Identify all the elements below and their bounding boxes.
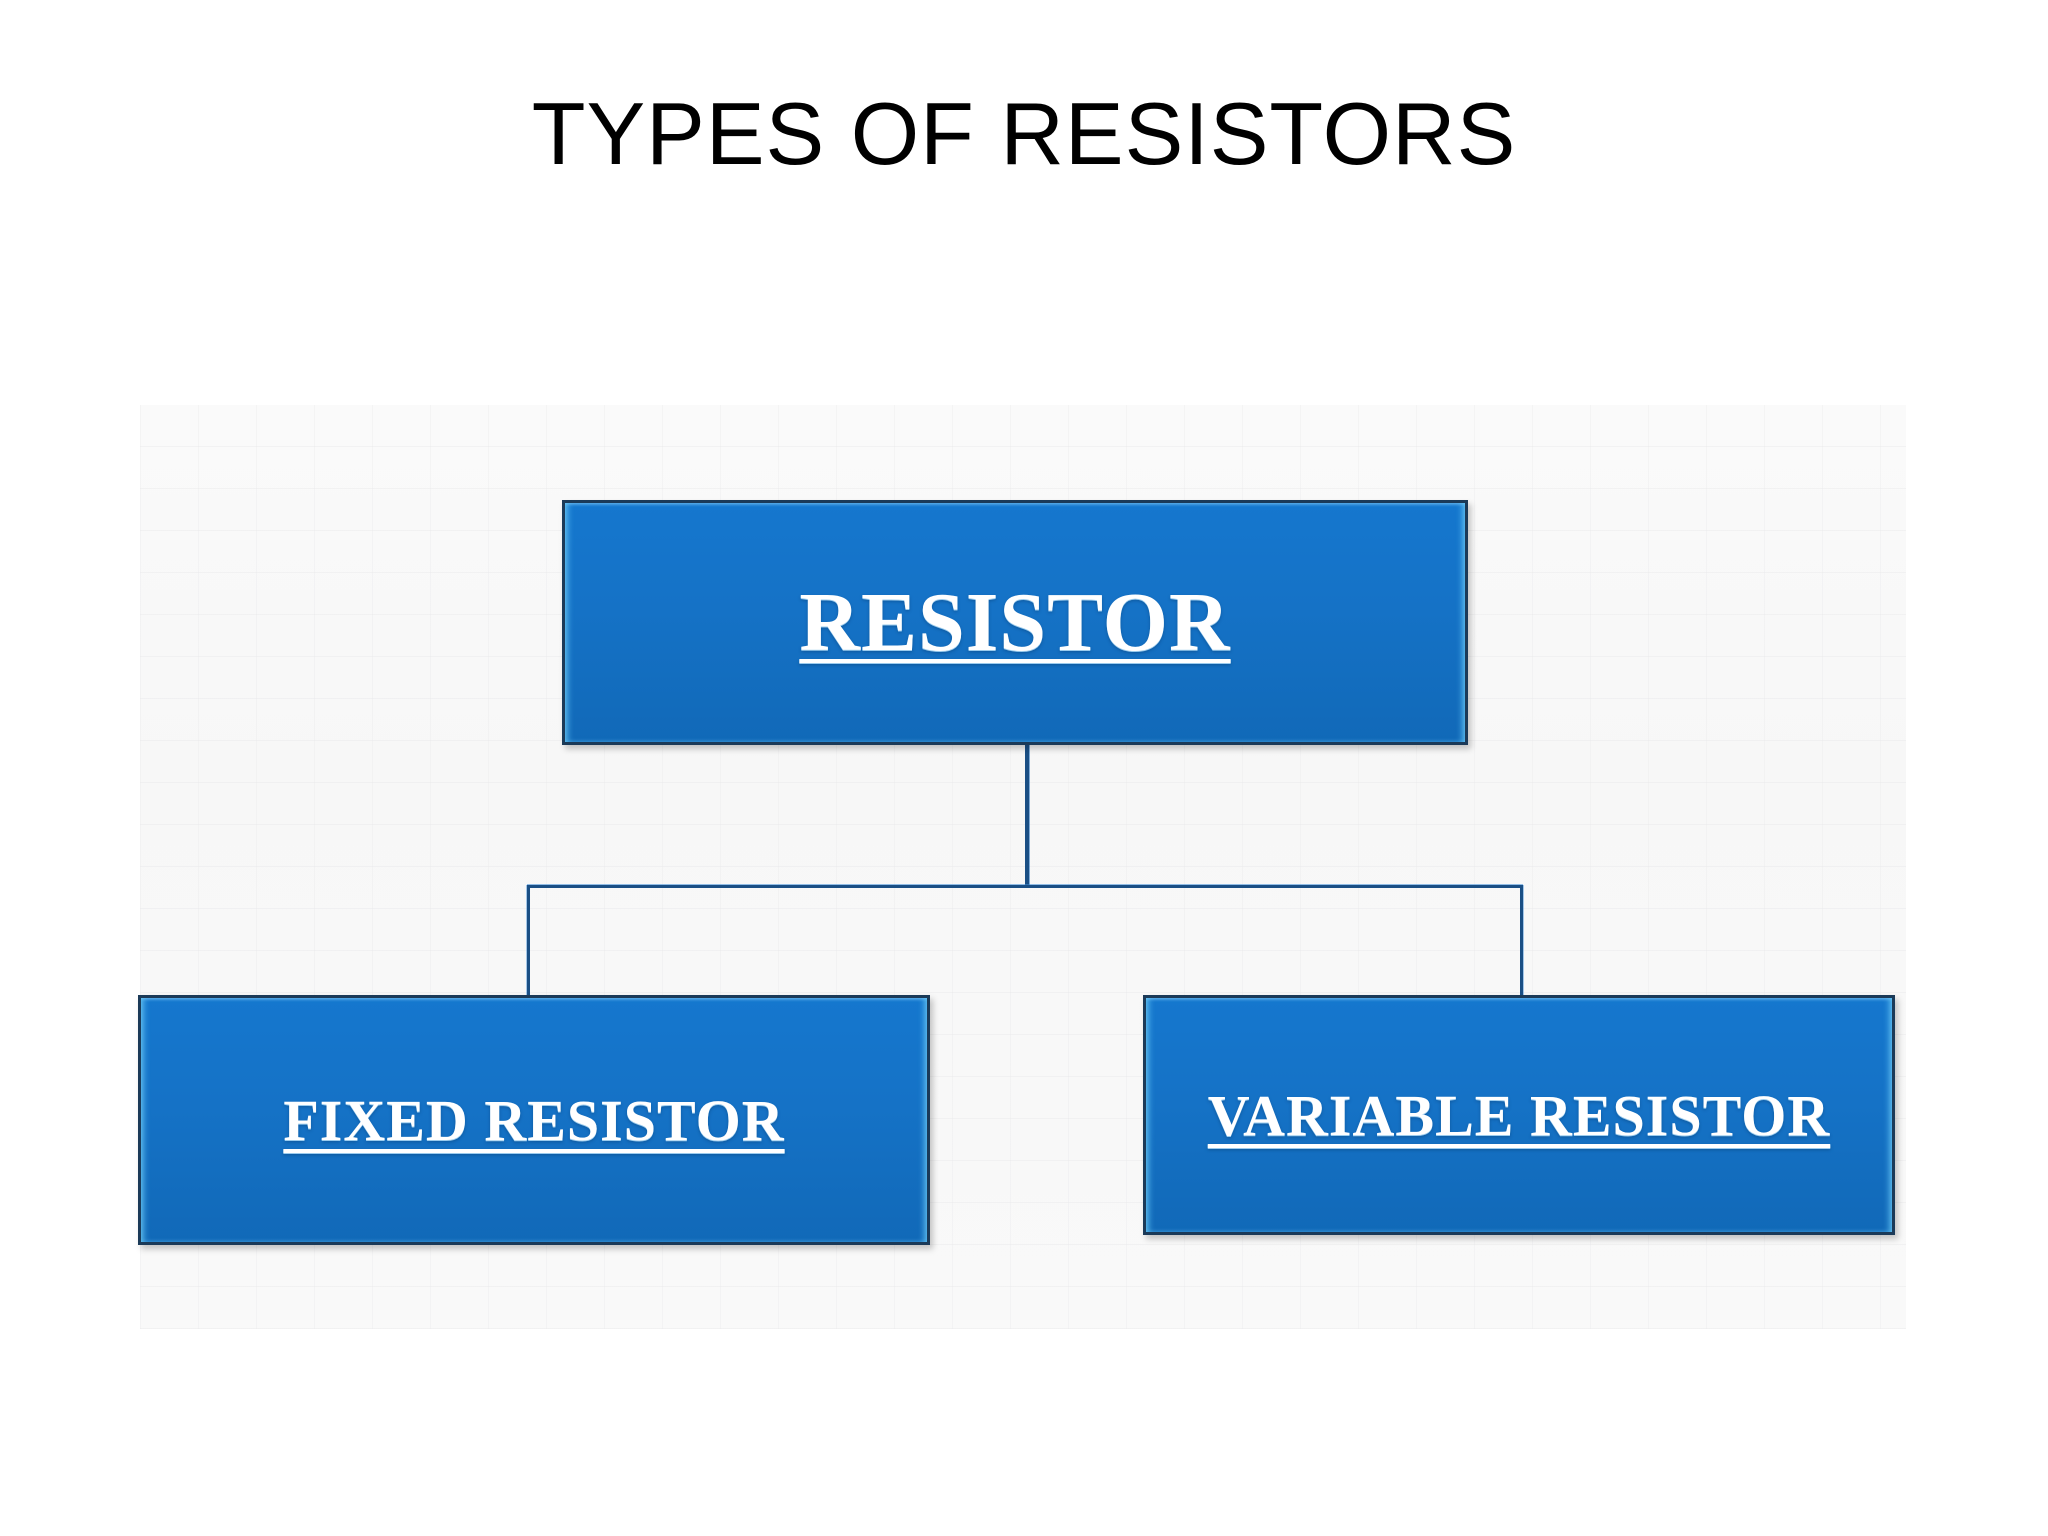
connector-horizontal-bus (527, 885, 1523, 888)
connector-right-branch (1520, 885, 1523, 997)
connector-root-vertical (1025, 745, 1029, 887)
node-fixed-resistor[interactable]: FIXED RESISTOR (138, 995, 930, 1245)
connector-left-branch (527, 885, 530, 997)
node-fixed-resistor-label: FIXED RESISTOR (283, 1087, 785, 1153)
node-variable-resistor[interactable]: VARIABLE RESISTOR (1143, 995, 1895, 1235)
node-resistor[interactable]: RESISTOR (562, 500, 1468, 745)
node-variable-resistor-label: VARIABLE RESISTOR (1207, 1082, 1831, 1148)
node-resistor-label: RESISTOR (799, 576, 1231, 669)
page-title: TYPES OF RESISTORS (531, 84, 1517, 183)
resistor-classification-diagram: RESISTOR FIXED RESISTOR VARIABLE RESISTO… (138, 405, 1906, 1329)
